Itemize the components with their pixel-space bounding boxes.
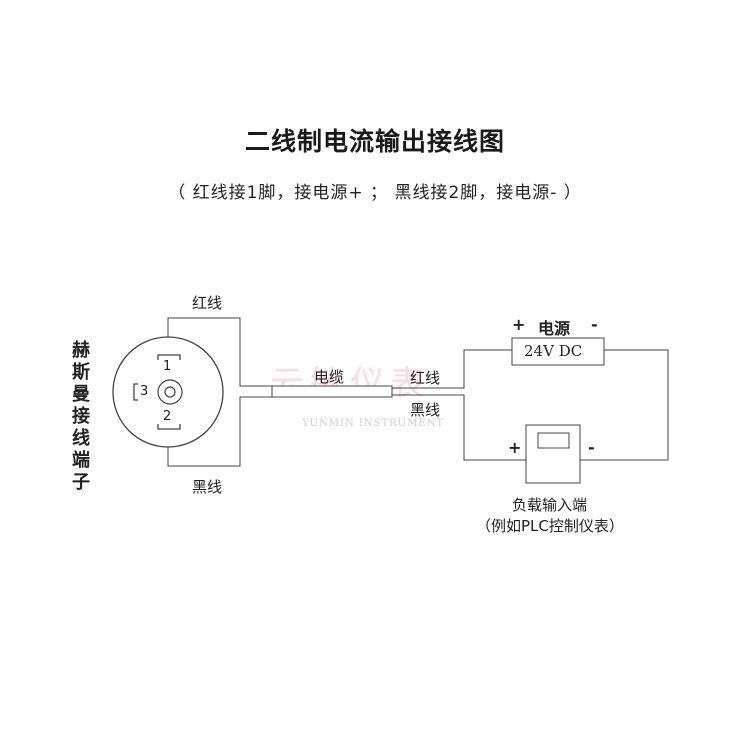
pin2-bracket (157, 424, 181, 430)
connector-black-wire-label: 黑线 (192, 478, 223, 496)
power-value: 24V DC (524, 342, 583, 360)
power-minus-sign: - (591, 315, 598, 334)
cable-black-wire (392, 394, 526, 461)
watermark-en: YUNMIN INSTRUMENT (302, 418, 445, 429)
diagram-title: 二线制电流输出接线图 (244, 127, 505, 156)
connector-black-wire (167, 396, 272, 467)
pin3-label: 3 (140, 384, 149, 399)
load-display (537, 432, 570, 449)
load-box (525, 424, 581, 484)
cable-red-wire (392, 349, 512, 389)
diagram-subtitle: （ 红线接1脚，接电源+ ； 黑线接2脚，接电源- ） (168, 183, 582, 203)
connector-center-outer (157, 379, 183, 405)
connector-red-wire (167, 317, 272, 387)
connector-center-inner (164, 386, 176, 398)
pin2-label: 2 (163, 409, 172, 424)
cable-body (271, 385, 393, 398)
connector-red-wire-label: 红线 (192, 294, 223, 312)
pin1-label: 1 (163, 359, 172, 374)
pin3-bracket (133, 383, 138, 401)
connector-label: 赫斯曼接线端子 (72, 340, 90, 493)
load-label: 负载输入端 (512, 496, 588, 514)
cable-red-wire-label: 红线 (410, 369, 441, 387)
cable-label: 电缆 (314, 368, 345, 386)
power-plus-sign: + (512, 315, 526, 334)
load-minus-sign: - (588, 438, 595, 457)
load-plus-sign: + (508, 438, 522, 457)
power-label: 电源 (538, 319, 571, 338)
pin1-bracket (157, 354, 181, 360)
power-minus-wire (580, 349, 669, 461)
connector-outer-circle (112, 336, 224, 448)
cable-black-wire-label: 黑线 (410, 401, 441, 419)
load-sublabel: （例如PLC控制仪表） (476, 517, 624, 535)
power-box (511, 337, 605, 366)
